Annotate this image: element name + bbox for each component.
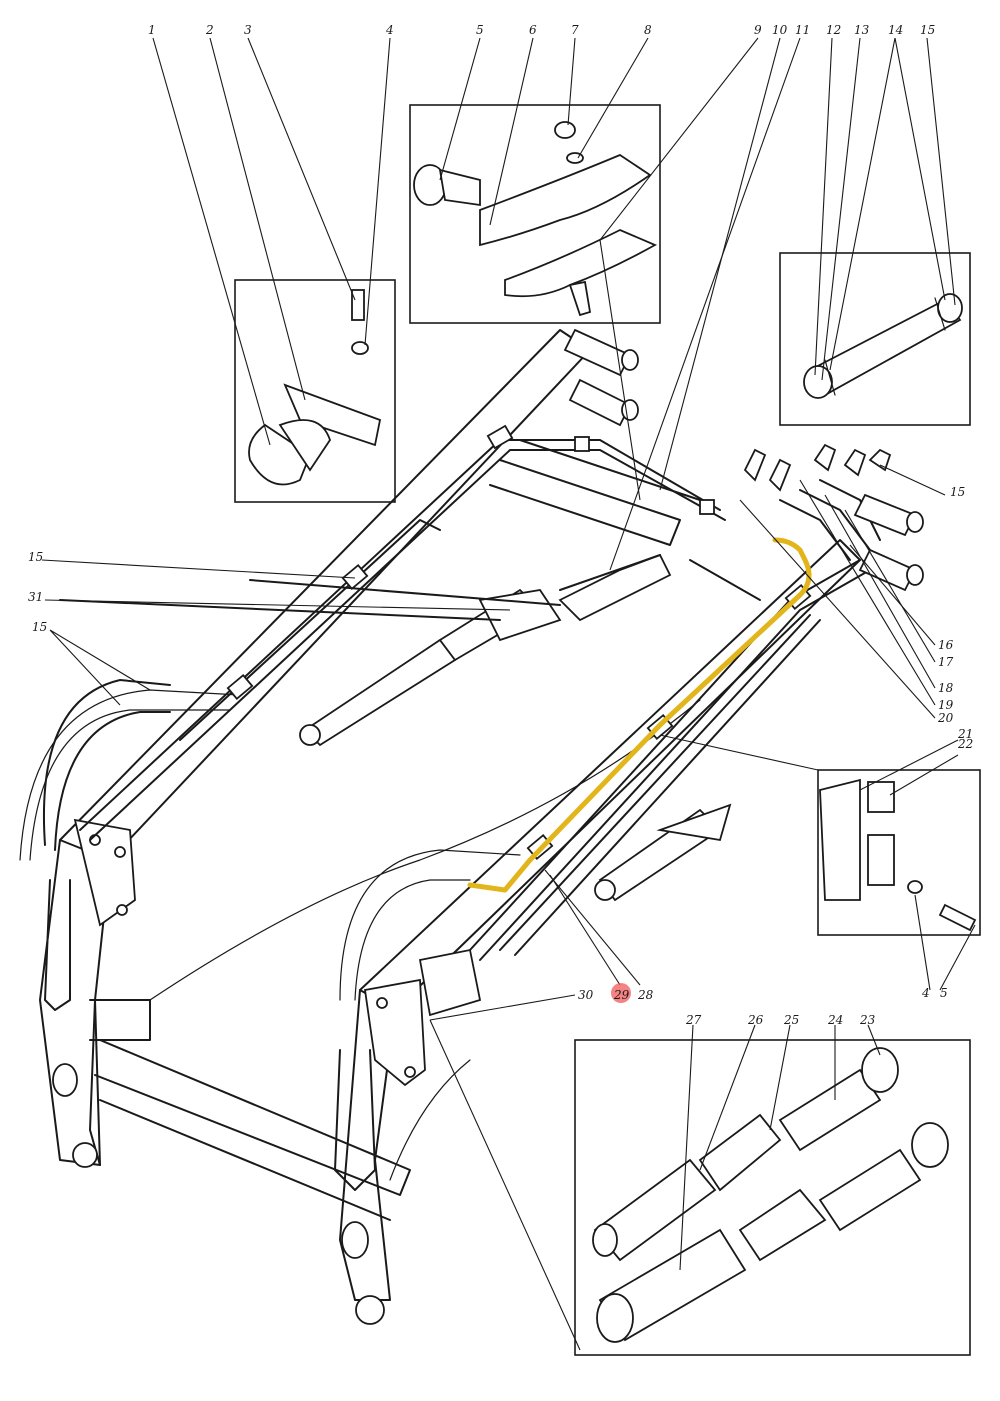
label-12[interactable]: 12 (826, 23, 841, 37)
label-2[interactable]: 2 (205, 23, 214, 37)
label-9[interactable]: 9 (754, 23, 762, 37)
label-31[interactable]: 31 (28, 590, 43, 604)
pin-fittings (563, 328, 924, 592)
label-5-bottom[interactable]: 5 (940, 986, 948, 1000)
label-8[interactable]: 8 (644, 23, 652, 37)
label-15-top[interactable]: 15 (920, 23, 935, 37)
label-30[interactable]: 30 (578, 988, 594, 1002)
inset-clamp (234, 279, 396, 503)
label-7[interactable]: 7 (571, 23, 579, 37)
label-27[interactable]: 27 (685, 1013, 702, 1027)
label-21[interactable]: 21 (957, 727, 973, 741)
right-hydraulic-lines (339, 479, 881, 1017)
label-1[interactable]: 1 (148, 23, 156, 37)
label-14[interactable]: 14 (888, 23, 903, 37)
label-4-bottom[interactable]: 4 (921, 986, 930, 1000)
label-15-right[interactable]: 15 (950, 485, 965, 499)
part-labels: 1 2 3 4 5 6 7 8 9 10 11 12 13 14 15 15 1… (28, 23, 973, 1027)
selection-marker[interactable] (611, 983, 631, 1003)
cylinders (299, 588, 732, 902)
pipe-29-highlight[interactable] (467, 537, 812, 893)
label-15-left-b[interactable]: 15 (32, 620, 47, 634)
label-22[interactable]: 22 (957, 737, 973, 751)
label-28[interactable]: 28 (637, 988, 654, 1002)
inset-pipe-clamp (409, 104, 661, 324)
label-10[interactable]: 10 (772, 23, 788, 37)
label-15-left-a[interactable]: 15 (28, 550, 43, 564)
label-17[interactable]: 17 (938, 655, 954, 669)
label-5-top[interactable]: 5 (476, 23, 484, 37)
label-16[interactable]: 16 (938, 638, 954, 652)
label-6[interactable]: 6 (529, 23, 537, 37)
label-26[interactable]: 26 (747, 1013, 764, 1027)
label-29[interactable]: 29 (613, 988, 630, 1002)
inset-couplings (574, 1039, 971, 1356)
label-11[interactable]: 11 (795, 23, 810, 37)
label-18[interactable]: 18 (938, 681, 954, 695)
label-19[interactable]: 19 (938, 698, 954, 712)
inset-plates (817, 769, 981, 936)
label-3[interactable]: 3 (244, 23, 252, 37)
distributor (59, 553, 672, 642)
label-13[interactable]: 13 (854, 23, 870, 37)
left-hydraulic-lines (19, 424, 726, 861)
inset-bushing (779, 252, 971, 426)
cross-beams (94, 439, 701, 1221)
label-20[interactable]: 20 (937, 711, 954, 725)
label-23[interactable]: 23 (859, 1013, 876, 1027)
leader-lines (41, 37, 976, 1351)
label-24[interactable]: 24 (827, 1013, 843, 1027)
label-4-top[interactable]: 4 (385, 23, 394, 37)
label-25[interactable]: 25 (783, 1013, 799, 1027)
